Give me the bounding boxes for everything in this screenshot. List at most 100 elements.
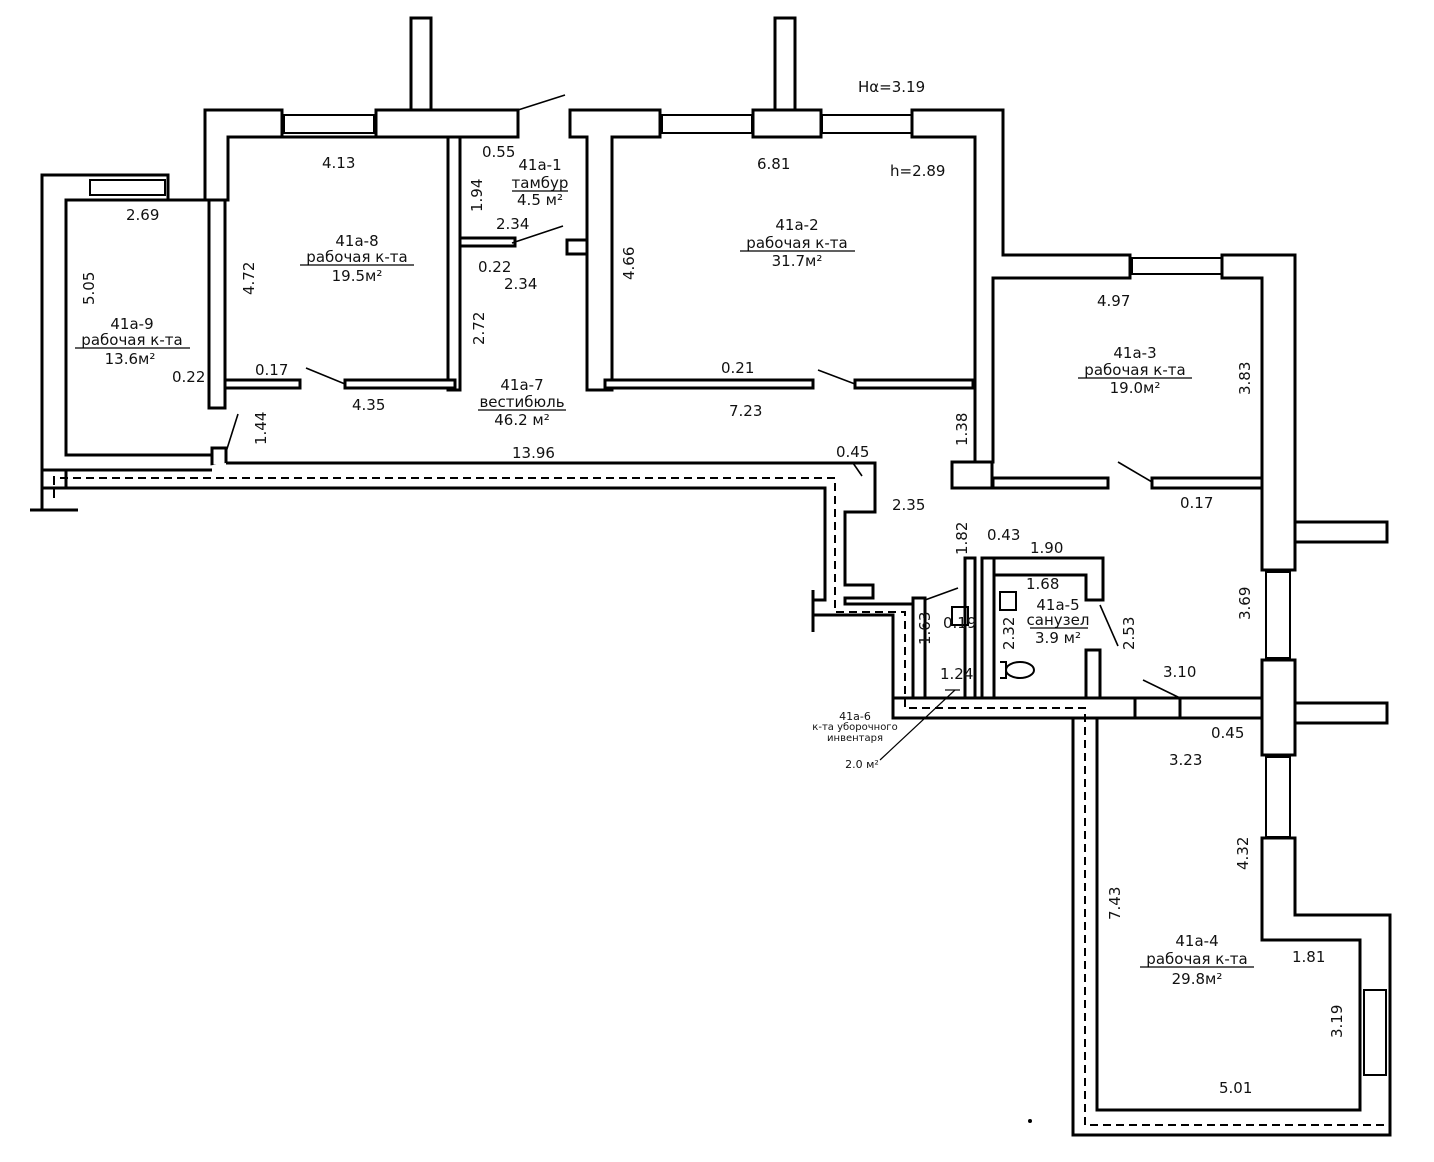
partition-3-bottom-right (1150, 476, 1264, 490)
toilet (1005, 661, 1035, 679)
wall-segment-2-3 (950, 460, 994, 490)
room-area: 31.7м² (772, 252, 823, 270)
room-number: 41a-3 (1113, 344, 1156, 362)
room-area: 29.8м² (1172, 970, 1223, 988)
room-area: 19.0м² (1110, 379, 1161, 397)
room-41a-1: 41a-1 тамбур 4.5 м² (512, 156, 569, 209)
dim-label: 4.35 (352, 396, 385, 414)
ventilation-shaft-left (409, 16, 433, 112)
partition-9-8-lower (210, 446, 228, 468)
utility-line (53, 476, 1385, 1126)
dim-label: 13.96 (512, 444, 555, 462)
door-room-8 (305, 367, 346, 385)
room-name: рабочая к-та (1146, 950, 1247, 968)
ceiling-room-label: h=2.89 (890, 162, 945, 180)
room-41a-7: 41a-7 вестибюль 46.2 м² (478, 376, 566, 429)
dim-label-vertical: 1.38 (953, 413, 971, 446)
window-room-8 (283, 114, 375, 134)
pier-room-2 (751, 108, 823, 139)
room-area: 19.5м² (332, 267, 383, 285)
dim-label: 0.45 (836, 443, 869, 461)
room-41a-5: 41a-5 санузел 3.9 м² (1027, 596, 1090, 647)
partition-tambour (458, 236, 517, 248)
door-tambour (511, 225, 564, 244)
door-corridor (852, 462, 863, 477)
dim-label: 0.55 (482, 143, 515, 161)
ext-wall-right-1 (1293, 520, 1389, 544)
dim-label-vertical: 3.69 (1236, 587, 1254, 620)
dim-label: 1.68 (1026, 575, 1059, 593)
room-number: 41a-8 (335, 232, 378, 250)
window-room-4 (1363, 989, 1387, 1076)
dim-label: 1.24 (940, 665, 973, 683)
partition-9-8 (207, 198, 227, 410)
room-name-box: к-та уборочного инвентаря (812, 722, 898, 744)
door-wc (1099, 604, 1119, 647)
dim-label-vertical: 2.72 (470, 312, 488, 345)
door-room-4 (1142, 679, 1181, 699)
pier-right (1260, 658, 1297, 757)
dim-label: 2.34 (504, 275, 537, 293)
dim-label: 2.35 (892, 496, 925, 514)
partition-tambour-right (565, 238, 589, 256)
dim-label-vertical: 2.53 (1120, 617, 1138, 650)
room-name: вестибюль (479, 393, 564, 411)
speck (1028, 1119, 1032, 1123)
dim-label: 7.23 (729, 402, 762, 420)
dim-label: 5.01 (1219, 1079, 1252, 1097)
partition-8-bottom-left (223, 378, 302, 390)
door-room-2 (817, 369, 856, 385)
dim-label-vertical: 3.83 (1236, 362, 1254, 395)
room-number: 41a-5 (1036, 596, 1079, 614)
doors (225, 94, 1181, 699)
room-name: рабочая к-та (746, 234, 847, 252)
dim-label-vertical: 1.94 (468, 179, 486, 212)
dim-label-vertical: 2.32 (1000, 617, 1018, 650)
room-area: 4.5 м² (517, 191, 563, 209)
leader-room-6 (879, 689, 956, 761)
dim-label: 0.19 (943, 614, 976, 632)
dim-label-vertical: 1.44 (252, 412, 270, 445)
wc-wall-top (992, 556, 1105, 602)
room-name: санузел (1027, 611, 1090, 629)
room-number: 41a-4 (1175, 932, 1218, 950)
dim-label: 6.81 (757, 155, 790, 173)
door-entrance (517, 94, 566, 111)
dim-label: 0.17 (255, 361, 288, 379)
dim-label: 3.10 (1163, 663, 1196, 681)
toilet-tank (1000, 661, 1007, 679)
outer-wall-room-3 (1220, 253, 1297, 572)
room-number: 41a-2 (775, 216, 818, 234)
room-area: 3.9 м² (1035, 629, 1081, 647)
room-41a-6: 41a-6 к-та уборочного инвентаря 2.0 м² (812, 710, 898, 771)
room-area: 13.6м² (105, 350, 156, 368)
room-name: к-та уборочного инвентаря (812, 722, 898, 744)
room-name: тамбур (512, 174, 569, 192)
room-name: рабочая к-та (81, 331, 182, 349)
dim-label: 0.17 (1180, 494, 1213, 512)
outer-wall-top-center (568, 108, 662, 392)
dim-label-vertical: 4.66 (620, 247, 638, 280)
room-41a-2: 41a-2 рабочая к-та 31.7м² (740, 216, 855, 270)
outer-wall-room-2-right (910, 108, 1132, 464)
dim-label-vertical: 1.63 (916, 612, 934, 645)
door-room-3 (1117, 461, 1153, 483)
sink-storage (951, 606, 969, 626)
room-41a-9: 41a-9 рабочая к-та 13.6м² (75, 315, 190, 368)
partition-3-bottom-left (991, 476, 1110, 490)
dim-label: 0.22 (478, 258, 511, 276)
door-room-9 (225, 413, 239, 453)
room-41a-4: 41a-4 рабочая к-та 29.8м² (1140, 932, 1254, 988)
window-room-2-left (661, 114, 753, 134)
corridor-wall (42, 461, 917, 707)
room-number: 41a-9 (110, 315, 153, 333)
dim-label: 3.23 (1169, 751, 1202, 769)
room-41a-8: 41a-8 рабочая к-та 19.5м² (300, 232, 414, 285)
dim-label-vertical: 5.05 (80, 272, 98, 305)
wc-wall-right (1084, 648, 1102, 700)
dim-label: 4.97 (1097, 292, 1130, 310)
dim-label: 1.81 (1292, 948, 1325, 966)
room-number: 41a-7 (500, 376, 543, 394)
walls (30, 16, 1392, 1137)
